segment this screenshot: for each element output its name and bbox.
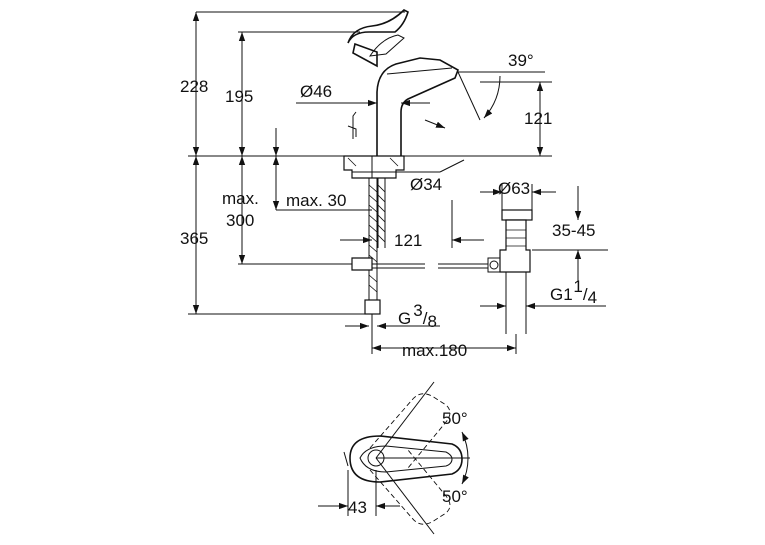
side-view	[188, 9, 608, 354]
dim-lever-offset: 43	[348, 498, 367, 517]
dim-max-30: max. 30	[286, 191, 346, 210]
dim-max-depth: 300	[226, 211, 254, 230]
dim-hole-diameter: Ø34	[410, 175, 442, 194]
dim-total-height-above: 228	[180, 77, 208, 96]
dim-reach-121: 121	[394, 231, 422, 250]
dim-spout-reach-height: 121	[524, 109, 552, 128]
mounting-block	[343, 155, 405, 179]
faucet-top-outline	[349, 435, 463, 483]
dim-lever-angle-top: 50°	[442, 409, 468, 428]
dim-spout-angle: 39°	[508, 51, 534, 70]
dim-max-180: max.180	[402, 341, 467, 360]
dim-waste-diameter: Ø63	[498, 179, 530, 198]
supply-hoses	[364, 178, 386, 334]
lever-rotated-top	[369, 393, 451, 469]
dim-lever-angle-bottom: 50°	[442, 487, 468, 506]
dim-spout-height: 195	[225, 87, 253, 106]
dim-spout-diameter: Ø46	[300, 82, 332, 101]
dim-waste-range: 35-45	[552, 221, 595, 240]
faucet-body	[347, 9, 459, 156]
dim-max-label: max.	[222, 189, 259, 208]
dim-height-below: 365	[180, 229, 208, 248]
waste-fitting	[487, 209, 533, 334]
top-view	[318, 381, 470, 535]
pull-rod	[351, 257, 488, 271]
lever-rotated-bottom	[369, 449, 451, 525]
